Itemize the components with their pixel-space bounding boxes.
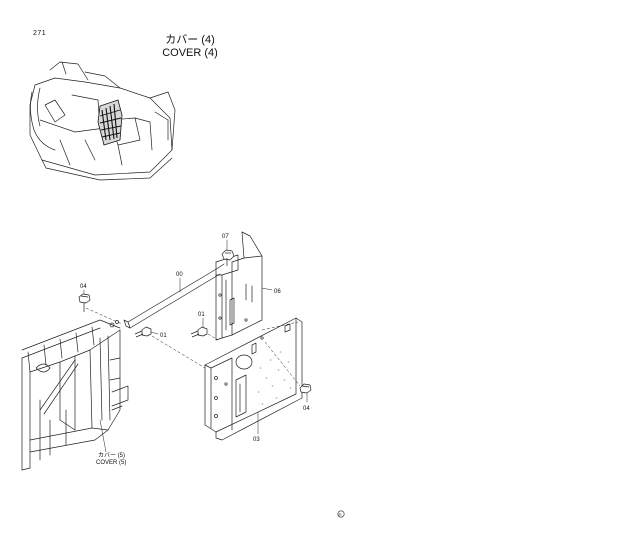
callout-06: 06 <box>274 289 281 295</box>
callout-01-right: 01 <box>198 312 205 318</box>
footer-mark-circle <box>337 510 345 518</box>
bolt-part-04-left <box>78 293 91 312</box>
cover-plate-part-03 <box>204 317 303 441</box>
bolt-part-01-left <box>134 326 152 338</box>
callout-04-right: 04 <box>303 406 310 412</box>
callout-04-left: 04 <box>80 284 87 290</box>
page-title-english: COVER (4) <box>162 47 218 59</box>
assembly-dash-lines <box>85 307 301 387</box>
footer-mark: ® <box>339 512 342 517</box>
page-number: 271 <box>33 30 47 37</box>
reference-label-japanese: カバー (5) <box>98 452 125 459</box>
rod-part-00 <box>123 263 225 329</box>
machine-overview-illustration <box>29 61 176 181</box>
bolt-part-01-right <box>190 326 208 338</box>
reference-label-english: COVER (5) <box>96 460 126 466</box>
page-title-japanese: カバー (4) <box>165 34 215 46</box>
title-block: カバー (4) COVER (4) <box>140 34 240 60</box>
highlighted-cover-location <box>97 99 123 146</box>
adjacent-cover-structure <box>21 319 129 471</box>
callout-00: 00 <box>176 272 183 278</box>
callout-03: 03 <box>253 437 260 443</box>
leader-lines <box>83 239 308 453</box>
callout-01-left: 01 <box>160 333 167 339</box>
bolt-part-07 <box>221 249 235 266</box>
callout-07: 07 <box>222 234 229 240</box>
bolt-part-04-right <box>299 383 312 394</box>
bracket-part-06 <box>215 231 263 341</box>
